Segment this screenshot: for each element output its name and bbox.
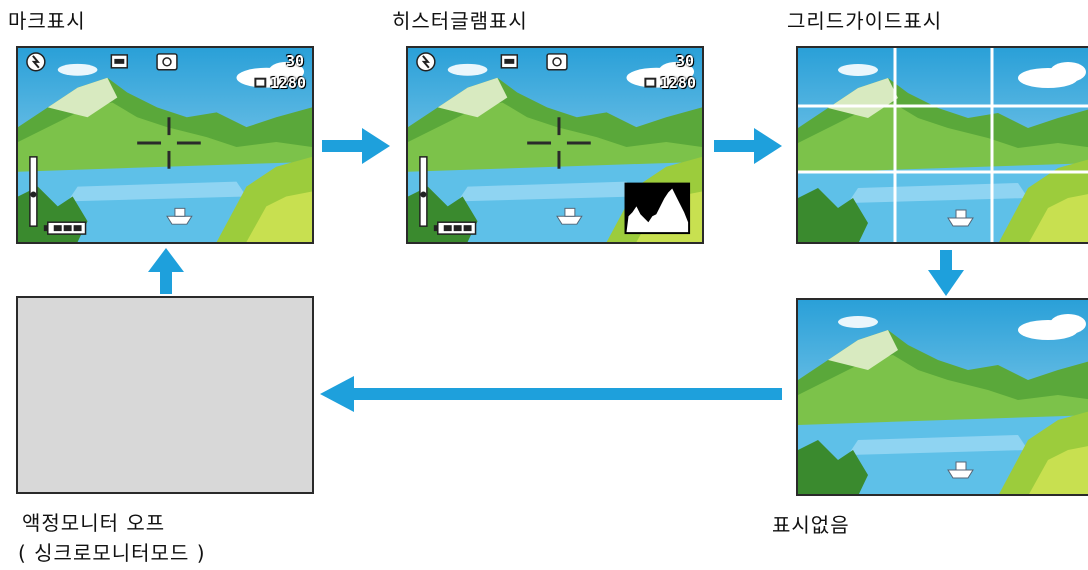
panel-mark-display: 30 1280 — [16, 46, 314, 244]
landscape-image — [798, 300, 1088, 494]
focus-mark-icon — [527, 117, 591, 169]
label-lcd-off: 액정모니터 오프 — [22, 511, 166, 535]
arrow-down-icon — [928, 250, 964, 296]
histogram-icon — [624, 182, 691, 235]
arrow-up-icon — [148, 248, 184, 294]
label-grid-guide-display: 그리드가이드표시 — [787, 9, 943, 33]
arrow-left-icon — [320, 376, 782, 412]
battery-icon — [433, 221, 477, 235]
image-quality-icon — [644, 77, 657, 88]
label-mark-display: 마크표시 — [8, 9, 86, 33]
panel-no-display — [796, 298, 1088, 496]
landscape-image — [408, 48, 702, 242]
resolution-value: 1280 — [269, 74, 306, 92]
sd-card-icon — [110, 54, 129, 69]
resolution-value: 1280 — [659, 74, 696, 92]
zoom-bar-icon — [419, 156, 428, 227]
shots-remaining: 30 — [675, 52, 694, 70]
flash-mode-icon — [26, 52, 46, 72]
battery-icon — [43, 221, 87, 235]
panel-grid-guide-display — [796, 46, 1088, 244]
landscape-image — [798, 48, 1088, 242]
grid-lines — [798, 48, 1088, 242]
label-sync-monitor-mode: ( 싱크로모니터모드 ) — [18, 541, 206, 565]
camera-icon — [546, 53, 568, 71]
arrow-right-icon — [714, 128, 782, 164]
panel-lcd-off — [16, 296, 314, 494]
shots-remaining: 30 — [285, 52, 304, 70]
image-quality-icon — [254, 77, 267, 88]
label-histogram-display: 히스터글램표시 — [392, 9, 528, 33]
label-no-display: 표시없음 — [772, 513, 850, 537]
sd-card-icon — [500, 54, 519, 69]
flash-mode-icon — [416, 52, 436, 72]
zoom-bar-icon — [29, 156, 38, 227]
camera-icon — [156, 53, 178, 71]
focus-mark-icon — [137, 117, 201, 169]
landscape-image — [18, 48, 312, 242]
arrow-right-icon — [322, 128, 390, 164]
panel-histogram-display: 30 1280 — [406, 46, 704, 244]
